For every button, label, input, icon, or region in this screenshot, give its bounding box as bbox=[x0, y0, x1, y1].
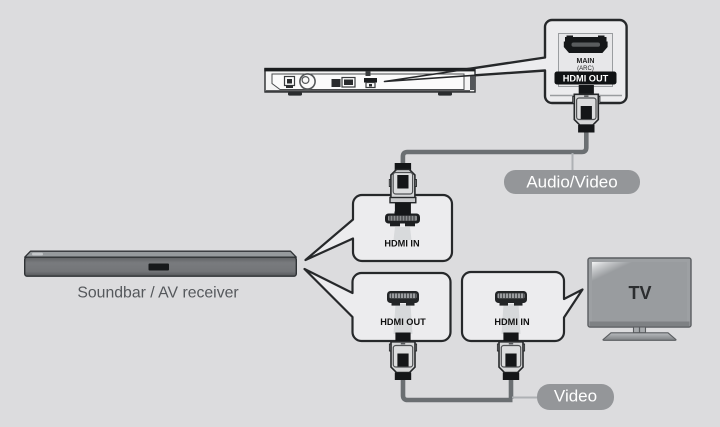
svg-text:HDMI OUT: HDMI OUT bbox=[380, 317, 426, 327]
svg-text:(ARC): (ARC) bbox=[577, 66, 594, 72]
svg-text:Soundbar / AV receiver: Soundbar / AV receiver bbox=[77, 285, 238, 302]
svg-text:TV: TV bbox=[628, 283, 651, 303]
svg-text:MAIN: MAIN bbox=[577, 58, 595, 65]
svg-text:HDMI OUT: HDMI OUT bbox=[563, 74, 609, 84]
svg-text:HDMI IN: HDMI IN bbox=[494, 317, 530, 327]
svg-text:Video: Video bbox=[554, 387, 597, 406]
svg-text:Audio/Video: Audio/Video bbox=[526, 173, 617, 192]
svg-text:HDMI IN: HDMI IN bbox=[384, 239, 420, 249]
